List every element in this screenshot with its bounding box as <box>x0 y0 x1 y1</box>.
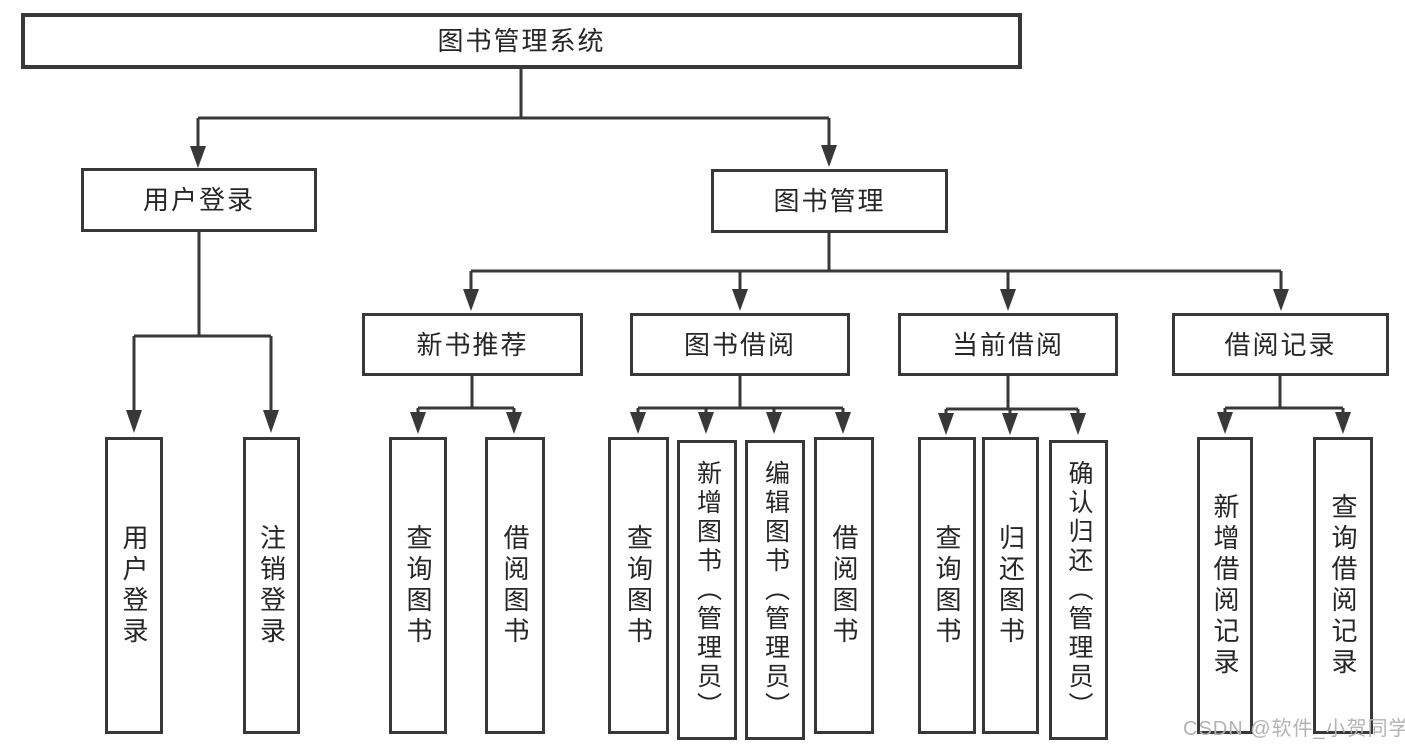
connector-new-book-children <box>416 376 516 412</box>
arrowhead <box>766 412 782 434</box>
csdn-watermark: CSDN @软件_小贺同学 <box>1183 718 1405 740</box>
node-label: 确认归还（管理员） <box>1065 459 1093 721</box>
leaf-borrow-query-book: 查询图书 <box>608 437 669 734</box>
leaf-return-book: 归还图书 <box>982 437 1039 734</box>
connector-root-to-level2 <box>196 69 831 146</box>
node-label: 图书管理系统 <box>437 26 606 56</box>
connector-current-borrow-children <box>944 376 1080 413</box>
arrowhead <box>630 412 646 434</box>
node-label: 新增图书（管理员） <box>693 459 722 721</box>
arrowhead <box>263 410 279 433</box>
node-new-book-recommend: 新书推荐 <box>362 313 583 376</box>
node-label: 借阅图书 <box>829 523 859 648</box>
connector-book-mgmt-to-level3 <box>469 233 1283 289</box>
node-user-login: 用户登录 <box>81 168 317 232</box>
arrowhead <box>1273 289 1289 311</box>
node-label: 图书借阅 <box>683 329 796 360</box>
node-label: 借阅图书 <box>500 523 530 648</box>
node-label: 注销登录 <box>256 523 287 648</box>
node-label: 查询图书 <box>403 523 433 648</box>
arrowhead <box>698 412 714 434</box>
arrowhead <box>410 412 426 434</box>
arrowhead <box>190 146 206 168</box>
leaf-edit-book-admin: 编辑图书（管理员） <box>745 440 805 740</box>
leaf-borrow-book: 借阅图书 <box>814 437 874 734</box>
arrowhead <box>1070 413 1086 435</box>
leaf-add-book-admin: 新增图书（管理员） <box>677 440 737 740</box>
arrowhead <box>835 412 851 434</box>
node-book-borrow: 图书借阅 <box>630 313 850 376</box>
leaf-confirm-return-admin: 确认归还（管理员） <box>1049 440 1108 740</box>
arrowhead <box>126 410 142 433</box>
arrowhead <box>1002 413 1018 435</box>
arrowhead <box>938 413 954 435</box>
node-borrow-records: 借阅记录 <box>1172 313 1389 376</box>
arrowhead <box>821 145 837 167</box>
arrowhead <box>1335 412 1351 434</box>
connector-user-login-children <box>132 232 273 410</box>
leaf-recommend-query-book: 查询图书 <box>389 437 447 734</box>
connector-borrow-records-children <box>1223 376 1345 412</box>
arrowhead <box>1000 289 1016 311</box>
node-current-borrow: 当前借阅 <box>898 313 1118 376</box>
arrowhead <box>463 289 479 311</box>
arrowhead <box>506 412 522 434</box>
leaf-current-query-book: 查询图书 <box>918 437 976 734</box>
leaf-add-borrow-record: 新增借阅记录 <box>1197 437 1253 734</box>
leaf-recommend-borrow-book: 借阅图书 <box>485 437 545 734</box>
leaf-user-login: 用户登录 <box>105 437 163 734</box>
node-label: 新增借阅记录 <box>1210 492 1240 679</box>
node-label: 图书管理 <box>773 186 886 216</box>
node-label: 用户登录 <box>142 185 255 215</box>
node-label: 编辑图书（管理员） <box>761 459 790 721</box>
node-label: 查询图书 <box>623 523 654 648</box>
leaf-logout: 注销登录 <box>243 437 300 734</box>
arrowhead <box>1217 412 1233 434</box>
connector-book-borrow-children <box>636 376 845 412</box>
leaf-query-borrow-record: 查询借阅记录 <box>1313 437 1373 734</box>
arrowhead <box>732 289 748 311</box>
node-label: 归还图书 <box>995 523 1026 648</box>
node-label: 用户登录 <box>119 523 149 648</box>
node-label: 当前借阅 <box>951 329 1064 360</box>
node-label: 查询图书 <box>932 523 962 648</box>
node-label: 查询借阅记录 <box>1328 492 1358 679</box>
node-label: 借阅记录 <box>1224 329 1337 360</box>
node-book-management: 图书管理 <box>711 169 948 233</box>
node-library-management-system: 图书管理系统 <box>21 13 1022 69</box>
node-label: 新书推荐 <box>416 329 529 360</box>
arrowheads <box>126 145 1351 435</box>
